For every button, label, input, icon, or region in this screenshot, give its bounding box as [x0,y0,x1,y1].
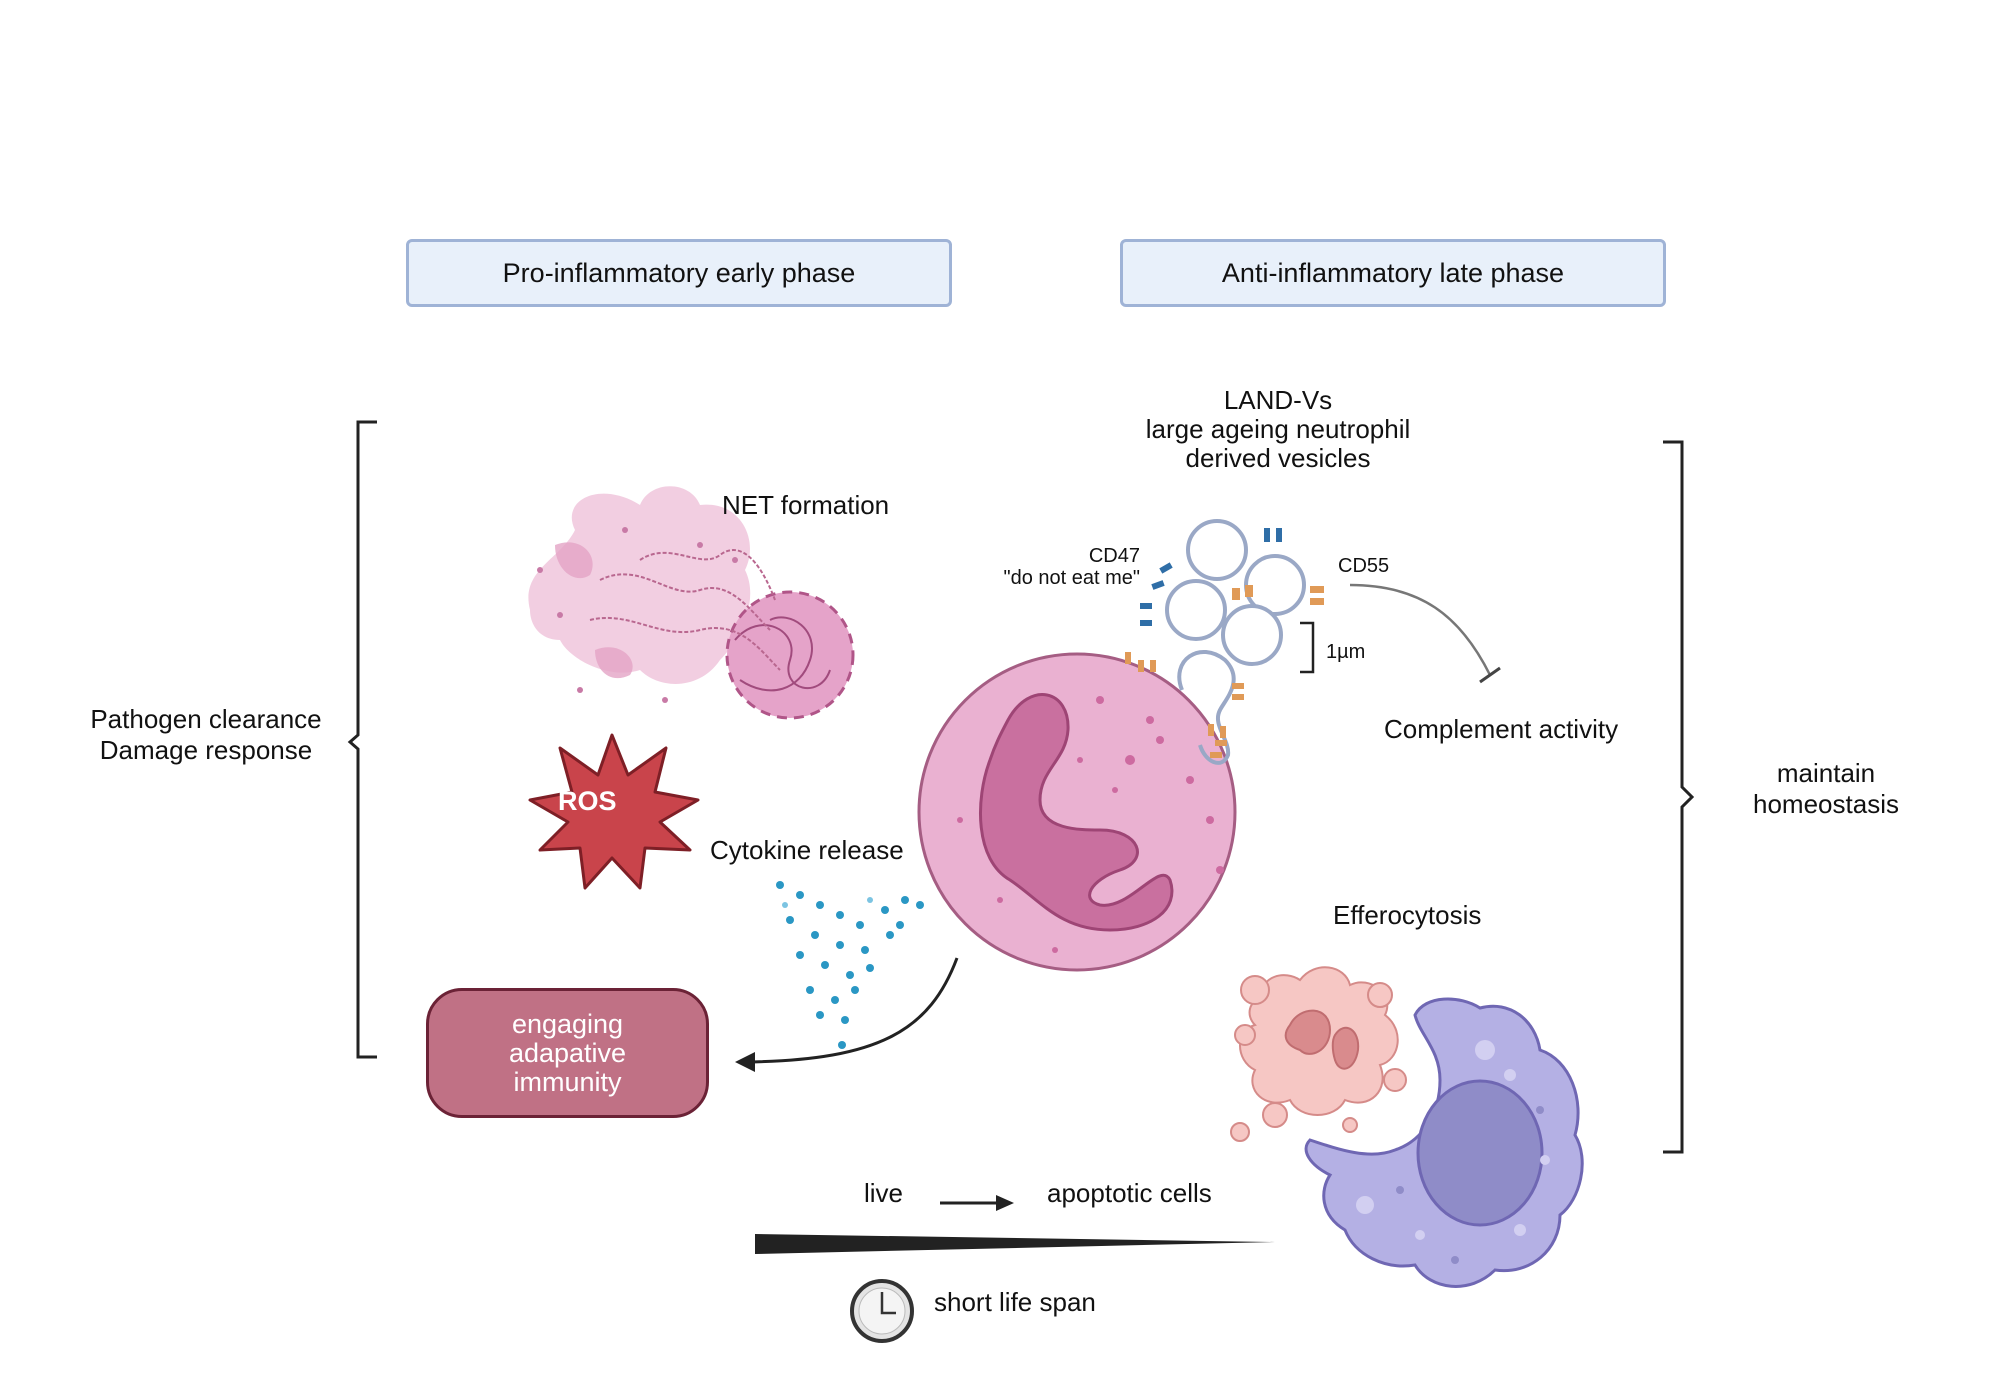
right-bracket-label: maintain homeostasis [1738,758,1914,820]
landv-line2: large ageing neutrophil [1145,414,1411,444]
net-icon [528,486,855,720]
cd55-receptors [1125,585,1324,758]
adaptive-line3: immunity [513,1066,622,1097]
late-phase-box: Anti-inflammatory late phase [1120,239,1666,307]
adaptive-line1: engaging [511,1008,624,1039]
landv-line1: LAND-Vs [1223,385,1333,415]
arrow-to-adaptive [747,957,959,1064]
cytokine-dots [776,881,924,1049]
adaptive-line2: adapative [508,1037,627,1068]
complement-label: Complement activity [1384,714,1619,744]
right-bracket-line1: maintain [1776,758,1876,788]
apoptotic-cell-icon [1230,966,1407,1142]
scale-bracket [1300,621,1315,674]
adaptive-immunity-box: engaging adapative immunity [426,988,709,1118]
cytokine-label: Cytokine release [710,835,904,865]
neutrophil-icon [917,652,1237,972]
apoptotic-label: apoptotic cells [1047,1178,1212,1208]
left-bracket-line2: Damage response [99,735,313,765]
macrophage-icon [1304,997,1584,1288]
left-bracket-label: Pathogen clearance Damage response [78,704,334,766]
left-bracket [347,420,377,1059]
left-bracket-line1: Pathogen clearance [90,704,322,734]
ros-starburst-icon [528,733,700,890]
live-label: live [864,1178,904,1208]
landv-label: LAND-Vs large ageing neutrophil derived … [1118,386,1438,473]
cd55-label: CD55 [1338,555,1390,577]
lifespan-label: short life span [934,1287,1096,1317]
clock-icon [850,1279,914,1343]
landv-line3: derived vesicles [1185,443,1371,473]
cd47-line2: "do not eat me" [1003,567,1140,589]
ros-label: ROS [558,786,617,816]
efferocytosis-label: Efferocytosis [1333,900,1482,930]
right-bracket [1663,440,1695,1154]
right-bracket-line2: homeostasis [1753,789,1899,819]
cd47-line1: CD47 [1088,545,1140,567]
early-phase-label: Pro-inflammatory early phase [502,257,856,288]
cd47-receptors [1140,528,1282,626]
scale-label: 1µm [1326,641,1366,663]
late-phase-label: Anti-inflammatory late phase [1221,257,1565,288]
complement-inhibition-line [1349,583,1492,676]
time-wedge [755,1234,1275,1254]
net-label: NET formation [722,490,890,520]
early-phase-box: Pro-inflammatory early phase [406,239,952,307]
cd47-label: CD47 "do not eat me" [950,545,1140,589]
vesicle-cluster-icon [1165,519,1306,765]
